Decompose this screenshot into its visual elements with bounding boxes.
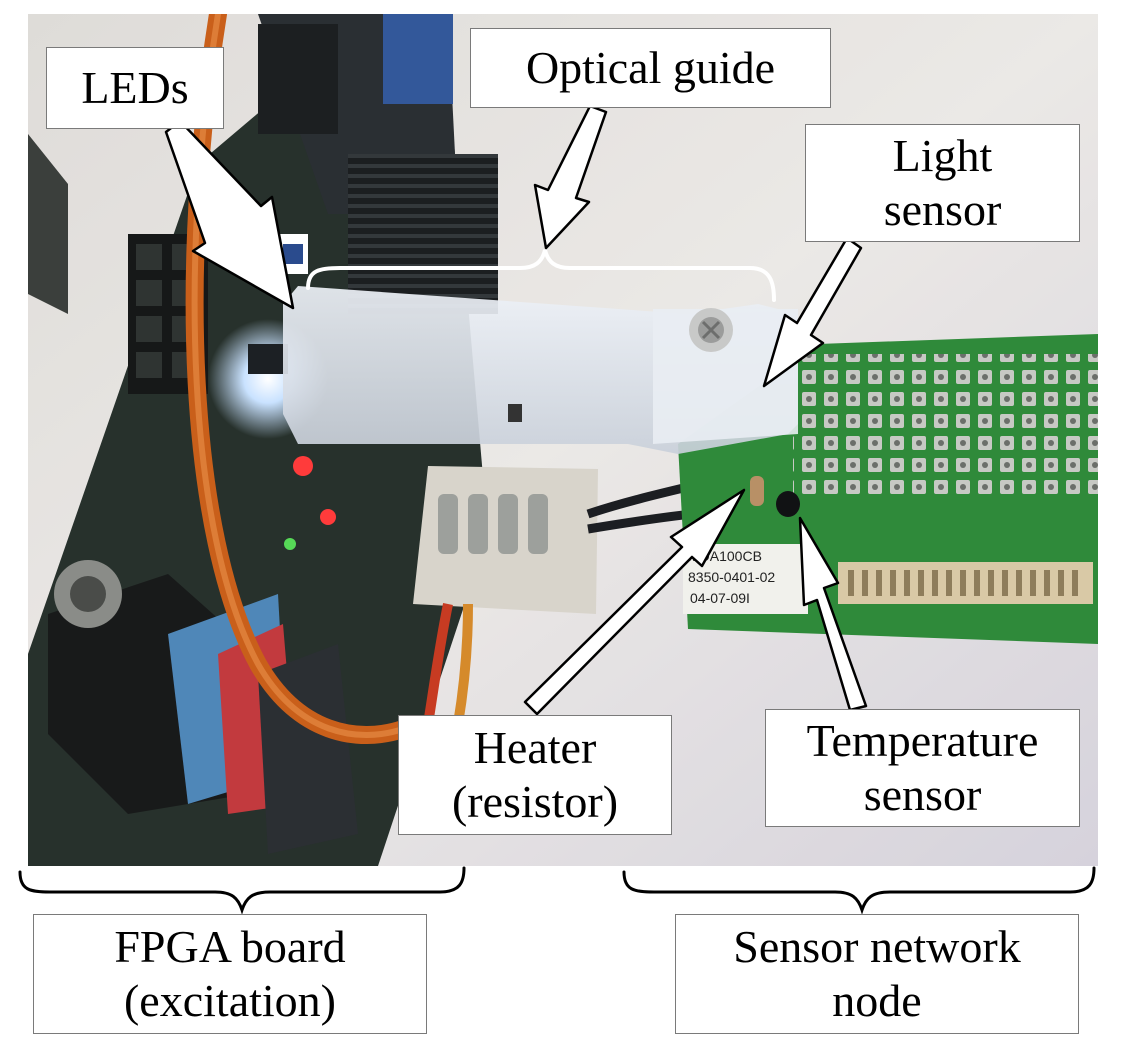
label-fpga-board: FPGA board (excitation) <box>33 914 427 1034</box>
label-heater-text: Heater (resistor) <box>451 721 619 827</box>
label-optical-guide: Optical guide <box>470 28 831 108</box>
label-temperature-sensor: Temperature sensor <box>765 709 1080 827</box>
board-marking-line2: 8350-0401-02 <box>688 569 775 585</box>
label-leds-text: LEDs <box>81 61 189 113</box>
label-light-sensor: Light sensor <box>805 124 1080 242</box>
label-sensor-node-text: Sensor network node <box>733 920 1021 1026</box>
label-sensor-node: Sensor network node <box>675 914 1079 1034</box>
label-heater: Heater (resistor) <box>398 715 672 835</box>
board-marking-line1: MDA100CB <box>688 548 762 564</box>
fpga-board-brace <box>18 866 466 915</box>
label-fpga-board-text: FPGA board (excitation) <box>114 920 346 1026</box>
sensor-node-brace <box>622 866 1096 915</box>
label-optical-guide-text: Optical guide <box>525 41 776 93</box>
label-light-sensor-text: Light sensor <box>883 129 1002 235</box>
heat-sink <box>348 154 498 314</box>
board-marking-line3: 04-07-09I <box>690 590 750 606</box>
label-leds: LEDs <box>46 47 224 129</box>
label-temperature-sensor-text: Temperature sensor <box>806 714 1039 820</box>
